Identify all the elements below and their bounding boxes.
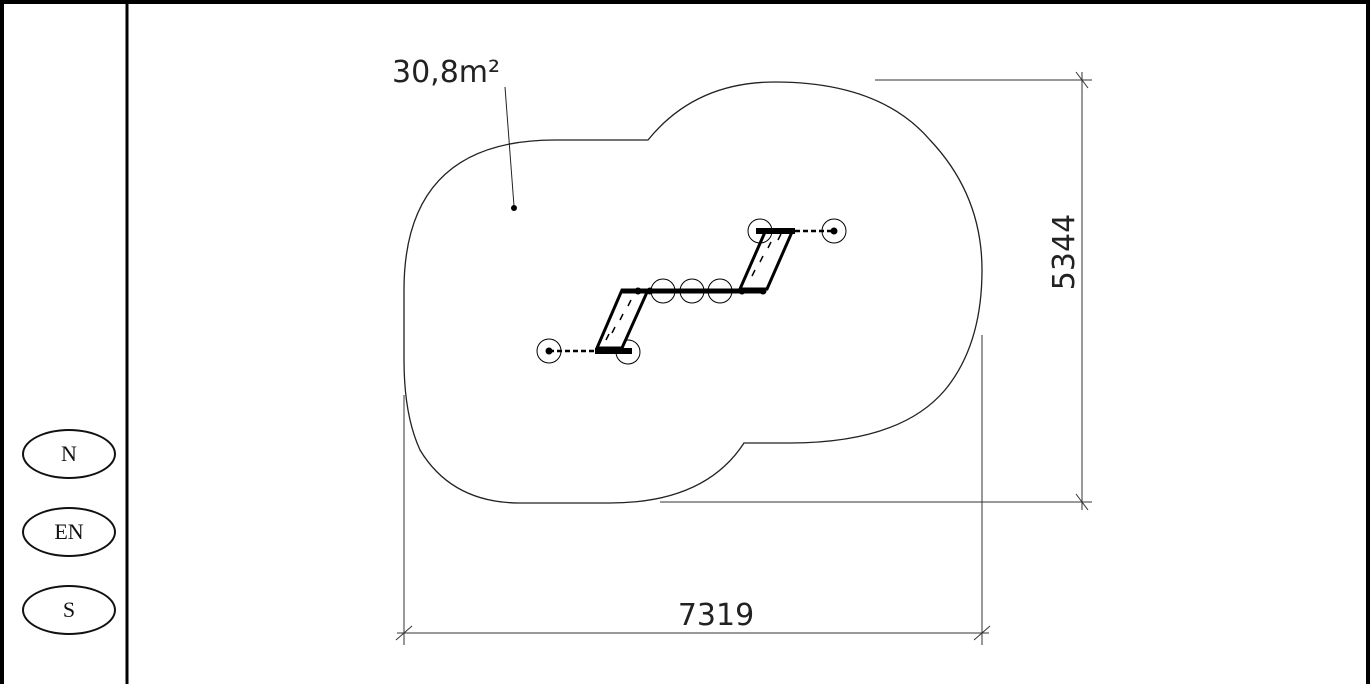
height-dimension-label: 5344 [1047, 214, 1082, 290]
badge-s-label: S [62, 597, 76, 622]
height-dimension [660, 71, 1092, 511]
area-leader [504, 86, 517, 211]
equipment-stepping-path [536, 218, 847, 365]
width-dimension [395, 335, 991, 645]
badge-en-label: EN [54, 519, 84, 544]
safety-zone-outline [403, 81, 983, 504]
badge-en-button[interactable]: EN [22, 507, 116, 557]
area-label: 30,8m² [392, 55, 500, 90]
width-dimension-label: 7319 [678, 598, 754, 633]
badge-s-button[interactable]: S [22, 585, 116, 635]
badge-n-label: N [61, 441, 77, 466]
sidebar: N EN S [0, 0, 128, 684]
badge-n-button[interactable]: N [22, 429, 116, 479]
